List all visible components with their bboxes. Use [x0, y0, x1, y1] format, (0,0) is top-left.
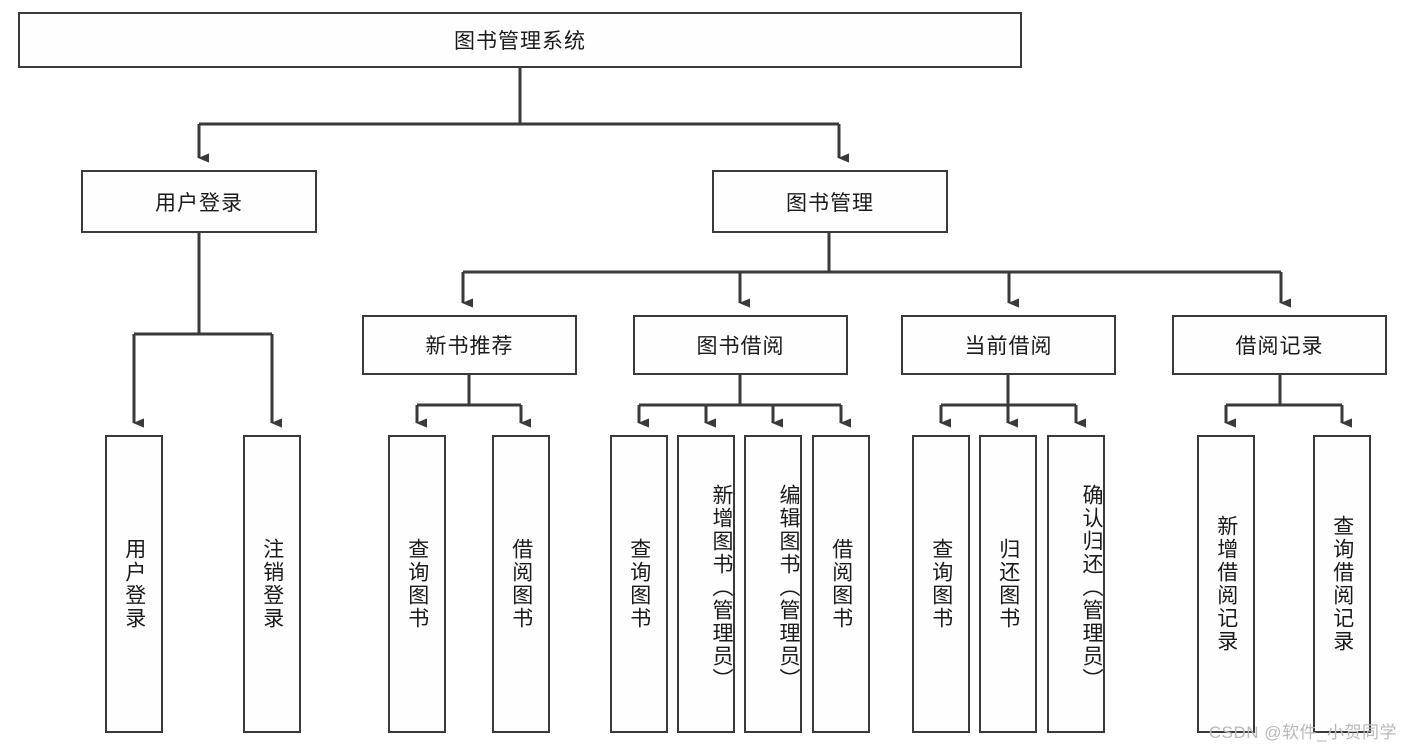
node-leaf-borrow-book-2-label: 借阅图书	[829, 538, 853, 630]
node-root-label: 图书管理系统	[454, 30, 586, 53]
node-leaf-query-record-label: 查询借阅记录	[1330, 515, 1354, 653]
node-leaf-query-book-1[interactable]: 查询图书	[388, 435, 446, 733]
node-leaf-user-logout[interactable]: 注销登录	[243, 435, 301, 733]
node-leaf-borrow-book-2[interactable]: 借阅图书	[812, 435, 870, 733]
node-book-management-label: 图书管理	[786, 191, 874, 215]
node-user-login[interactable]: 用户登录	[81, 170, 317, 233]
node-root[interactable]: 图书管理系统	[18, 12, 1022, 68]
node-leaf-edit-book[interactable]: 编辑图书（管理员）	[744, 435, 802, 733]
node-leaf-query-book-3[interactable]: 查询图书	[912, 435, 970, 733]
node-leaf-query-record[interactable]: 查询借阅记录	[1313, 435, 1371, 733]
node-user-login-label: 用户登录	[155, 191, 243, 215]
node-borrow-record[interactable]: 借阅记录	[1172, 315, 1387, 375]
node-leaf-query-book-2[interactable]: 查询图书	[610, 435, 668, 733]
node-leaf-return-book-label: 归还图书	[996, 538, 1020, 630]
node-leaf-query-book-3-label: 查询图书	[929, 538, 953, 630]
node-leaf-add-book-label: 新增图书（管理员）	[710, 483, 733, 691]
node-leaf-add-book[interactable]: 新增图书（管理员）	[677, 435, 735, 733]
node-leaf-add-record-label: 新增借阅记录	[1214, 515, 1238, 653]
node-leaf-edit-book-label: 编辑图书（管理员）	[777, 483, 800, 691]
node-current-borrow[interactable]: 当前借阅	[901, 315, 1116, 375]
node-leaf-query-book-2-label: 查询图书	[627, 538, 651, 630]
node-leaf-user-logout-label: 注销登录	[260, 538, 284, 630]
node-new-book-recommend[interactable]: 新书推荐	[362, 315, 577, 375]
node-leaf-borrow-book-1-label: 借阅图书	[509, 538, 533, 630]
node-leaf-borrow-book-1[interactable]: 借阅图书	[492, 435, 550, 733]
node-book-borrow-label: 图书借阅	[696, 335, 785, 358]
node-current-borrow-label: 当前借阅	[964, 335, 1053, 358]
node-borrow-record-label: 借阅记录	[1235, 335, 1324, 358]
node-leaf-query-book-1-label: 查询图书	[405, 538, 429, 630]
node-leaf-user-login-label: 用户登录	[122, 538, 146, 630]
node-leaf-add-record[interactable]: 新增借阅记录	[1197, 435, 1255, 733]
node-leaf-user-login[interactable]: 用户登录	[105, 435, 163, 733]
node-book-management[interactable]: 图书管理	[712, 170, 948, 233]
node-leaf-confirm-return-label: 确认归还（管理员）	[1080, 483, 1103, 691]
node-leaf-confirm-return[interactable]: 确认归还（管理员）	[1047, 435, 1105, 733]
node-book-borrow[interactable]: 图书借阅	[633, 315, 848, 375]
node-new-book-recommend-label: 新书推荐	[425, 335, 514, 358]
node-leaf-return-book[interactable]: 归还图书	[979, 435, 1037, 733]
